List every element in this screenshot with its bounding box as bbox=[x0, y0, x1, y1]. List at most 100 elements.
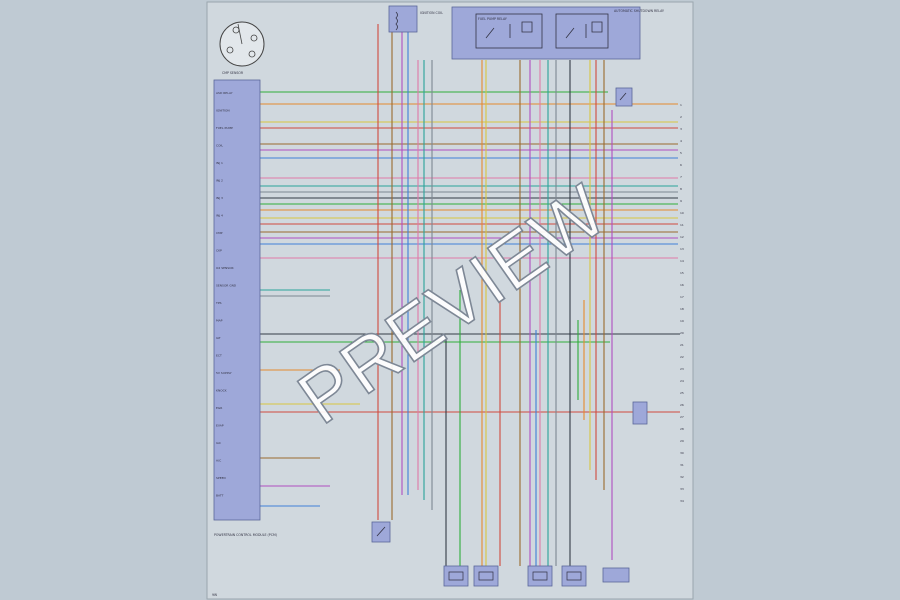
right-pin-number: 28 bbox=[680, 427, 684, 431]
lower-sensor-switch bbox=[376, 526, 386, 537]
right-pin-number: 17 bbox=[680, 295, 684, 299]
pcm-pin-label: IAC bbox=[216, 441, 221, 445]
asd-relay-label: AUTOMATIC SHUTDOWN RELAY bbox=[614, 9, 664, 13]
injector-row bbox=[443, 565, 587, 587]
small-relay bbox=[615, 87, 633, 107]
sensor-pin-4 bbox=[226, 46, 234, 54]
right-pin-number: 4 bbox=[680, 139, 682, 143]
pcm-pin-label: ASD RELAY bbox=[216, 91, 233, 95]
pcm-pin-label: TPS bbox=[215, 301, 222, 305]
right-pin-number: 12 bbox=[680, 235, 684, 239]
sensor-pin-2 bbox=[250, 34, 258, 42]
right-pin-number: 30 bbox=[680, 451, 684, 455]
right-pin-number: 19 bbox=[680, 319, 684, 323]
injector-3 bbox=[527, 565, 553, 587]
pcm-pin-label: INJ 4 bbox=[216, 214, 223, 218]
relay-block-body bbox=[451, 6, 641, 60]
right-pin-number: 23 bbox=[680, 367, 684, 371]
horizontal-wire-runs bbox=[260, 91, 680, 507]
sheet-code: 9W bbox=[212, 593, 218, 597]
pcm-pin-label: SPEED bbox=[216, 476, 227, 480]
connector-right bbox=[632, 401, 648, 425]
right-pin-number: 7 bbox=[680, 175, 682, 179]
pcm-pin-label: COIL bbox=[216, 144, 223, 148]
ignition-coil: IGNITION COIL bbox=[388, 5, 443, 33]
sensor-label: CMP SENSOR bbox=[222, 71, 244, 75]
sensor-pin-3 bbox=[248, 50, 256, 58]
right-pin-number: 20 bbox=[680, 331, 684, 335]
pcm-pin-label: CMP bbox=[216, 231, 223, 235]
right-pin-number: 16 bbox=[680, 283, 684, 287]
pcm-pin-label: KNOCK bbox=[216, 389, 228, 393]
pcm-body bbox=[213, 79, 261, 521]
pcm-pin-label: INJ 2 bbox=[216, 179, 223, 183]
injector-coil bbox=[478, 571, 494, 581]
right-edge-pin-numbers: 1234567891011121314151617181920212223242… bbox=[680, 103, 684, 503]
asd-relay bbox=[555, 13, 609, 49]
right-pin-number: 1 bbox=[680, 103, 682, 107]
right-pin-number: 33 bbox=[680, 487, 684, 491]
right-pin-number: 14 bbox=[680, 259, 684, 263]
pcm-pin-label: FUEL PUMP bbox=[216, 126, 233, 130]
sensor-rotor bbox=[237, 23, 243, 45]
asd-relay-switch bbox=[565, 21, 603, 39]
right-pin-number: 22 bbox=[680, 355, 684, 359]
right-pin-number: 8 bbox=[680, 187, 682, 191]
lower-sensor bbox=[371, 521, 391, 543]
right-pin-number: 24 bbox=[680, 379, 684, 383]
small-relay-body bbox=[615, 87, 633, 107]
pcm-pin-label: IAT bbox=[216, 336, 221, 340]
fuel-pump-relay bbox=[475, 13, 543, 49]
right-pin-number: 26 bbox=[680, 403, 684, 407]
pcm-pin-label: 5V SUPPLY bbox=[216, 371, 232, 375]
pcm-pin-label: SENSOR GND bbox=[216, 284, 237, 288]
coil-label: IGNITION COIL bbox=[420, 11, 443, 15]
coil-winding bbox=[395, 11, 398, 31]
pcm-pin-label: CKP bbox=[216, 249, 222, 253]
injector-coil bbox=[448, 571, 464, 581]
injector-coil bbox=[566, 571, 582, 581]
right-pin-number: 11 bbox=[680, 223, 684, 227]
right-pin-number: 29 bbox=[680, 439, 684, 443]
pcm-pin-label: O2 SENSOR bbox=[216, 266, 234, 270]
right-pin-number: 32 bbox=[680, 475, 684, 479]
injector-4 bbox=[561, 565, 587, 587]
cmp-sensor: CMP SENSOR bbox=[219, 21, 265, 75]
right-pin-number: 10 bbox=[680, 211, 684, 215]
pcm-pin-label: EVAP bbox=[216, 424, 224, 428]
pcm-pin-label: ECT bbox=[216, 354, 222, 358]
right-pin-number: 3 bbox=[680, 127, 682, 131]
small-relay-contact bbox=[619, 92, 627, 101]
injector-2 bbox=[473, 565, 499, 587]
right-pin-number: 34 bbox=[680, 499, 684, 503]
pcm-pin-label: EGR bbox=[216, 406, 222, 410]
pcm-pin-labels: ASD RELAY IGNITION FUEL PUMP COIL INJ 1 INJ 2… bbox=[215, 91, 237, 498]
pcm-pin-label: A/C bbox=[216, 459, 221, 463]
pcm-module: ASD RELAY IGNITION FUEL PUMP COIL INJ 1 INJ 2… bbox=[213, 79, 277, 537]
bottom-right-sensor bbox=[602, 567, 630, 583]
right-pin-number: 31 bbox=[680, 463, 684, 467]
fuel-pump-relay-switch bbox=[485, 21, 533, 39]
right-pin-number: 2 bbox=[680, 115, 682, 119]
right-pin-number: 21 bbox=[680, 343, 684, 347]
pcm-pin-label: BATT bbox=[216, 494, 224, 498]
injector-coil bbox=[532, 571, 548, 581]
right-pin-number: 6 bbox=[680, 163, 682, 167]
vertical-wire-runs bbox=[377, 24, 613, 566]
right-pin-number: 18 bbox=[680, 307, 684, 311]
right-pin-number: 27 bbox=[680, 415, 684, 419]
injector-1 bbox=[443, 565, 469, 587]
fuel-pump-relay-label: FUEL PUMP RELAY bbox=[478, 17, 507, 21]
coil-body bbox=[388, 5, 418, 33]
pcm-pin-label: INJ 1 bbox=[216, 161, 223, 165]
pcm-pin-label: IGNITION bbox=[216, 109, 230, 113]
right-pin-number: 13 bbox=[680, 247, 684, 251]
right-pin-number: 15 bbox=[680, 271, 684, 275]
relay-block: FUEL PUMP RELAY AUTOMATIC SHUTDOWN RELAY bbox=[451, 6, 664, 60]
pcm-pin-label: MAP bbox=[216, 319, 223, 323]
right-pin-number: 9 bbox=[680, 199, 682, 203]
right-pin-number: 5 bbox=[680, 151, 682, 155]
right-pin-number: 25 bbox=[680, 391, 684, 395]
pcm-label: POWERTRAIN CONTROL MODULE (PCM) bbox=[214, 533, 277, 537]
